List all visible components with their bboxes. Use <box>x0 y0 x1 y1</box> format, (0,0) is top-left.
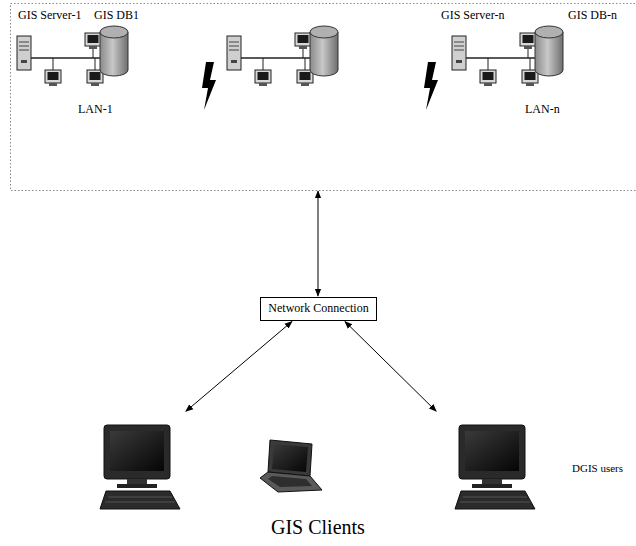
network-arrow <box>186 321 292 411</box>
part-label: GIS Server-1 <box>18 9 81 23</box>
lan-region: GIS Server-1 GIS DB1LAN-1 GIS Server-n GIS … <box>10 3 636 190</box>
part-label: GIS DB-n <box>568 9 617 23</box>
network-arrow <box>317 191 318 296</box>
part-label: DGIS users <box>572 462 623 475</box>
part-label: GIS Clients <box>271 516 365 539</box>
box-label: Network Connection <box>267 302 370 316</box>
network-box: Network Connection <box>260 297 377 321</box>
part-label: GIS DB1 <box>94 9 139 23</box>
part-label: LAN-n <box>525 103 560 117</box>
part-label: GIS Server-n <box>441 9 504 23</box>
client-group: GIS Clients DGIS users <box>0 412 636 546</box>
network-arrow <box>345 321 436 411</box>
part-label: LAN-1 <box>78 103 113 117</box>
